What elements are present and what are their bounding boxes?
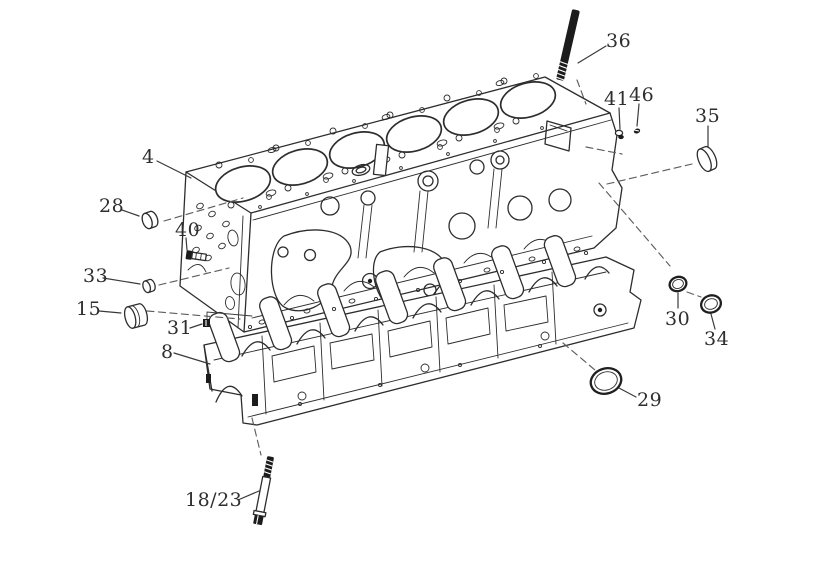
callout-label-33: 33 [83,265,109,287]
assembly-axis-lines [146,79,702,456]
leader-41 [618,107,621,130]
callout-label-34: 34 [704,328,730,350]
leader-34 [710,313,716,330]
leader-40 [185,237,188,251]
callout-label-4: 4 [142,146,155,168]
upper-cylinder-block [179,73,623,333]
part-15-cup-plug [123,303,149,329]
part-36-stud-bolt [556,9,580,81]
callout-label-36: 36 [606,30,632,52]
leader-36 [577,45,607,64]
leader-33 [102,277,141,285]
part-35-cup-plug [696,145,718,173]
lower-crankcase [203,235,642,426]
part-40-screw [185,250,207,262]
callout-label-28: 28 [99,195,125,217]
axis-41-46 [585,146,623,155]
callout-label-30: 30 [665,308,691,330]
axis-stud-36 [576,79,587,105]
part-29-seal-ring [589,367,623,395]
callout-label-29: 29 [637,389,663,411]
axis-plug-15 [146,310,241,320]
callout-label-35: 35 [695,105,721,127]
leader-8 [173,352,211,365]
callout-label-18-23: 18/23 [185,489,243,511]
part-34-seal-ring [699,294,723,314]
callout-label-15: 15 [76,298,102,320]
axis-ring-34 [686,291,702,298]
leader-28 [121,209,140,217]
part-41-nut [614,129,624,140]
part-33-cup-plug [142,278,156,294]
leader-15 [98,310,122,314]
axis-ring-29 [562,342,596,371]
callout-label-41: 41 [604,88,630,110]
leader-31 [189,323,203,329]
callout-label-31: 31 [167,317,193,339]
part-46-plug [633,128,641,134]
callout-label-8: 8 [161,341,174,363]
axis-plug-28 [163,197,244,222]
axis-bolt-18-23 [251,417,262,456]
callout-label-40: 40 [175,219,201,241]
leader-4 [156,160,192,179]
axis-plug-35 [606,163,693,185]
leader-lines [98,45,716,501]
part-28-cup-plug [141,210,159,230]
axis-plug-33 [158,267,230,286]
callout-label-46: 46 [629,84,655,106]
axis-rings-30-34 [598,182,671,267]
part-30-seal-ring [668,275,688,293]
leader-46 [636,103,640,127]
leader-18-23 [237,490,260,501]
leader-31-bracket [206,311,253,321]
part-31-plug [203,319,210,327]
leader-29 [618,387,637,398]
part-18-23-bolt [252,456,274,526]
